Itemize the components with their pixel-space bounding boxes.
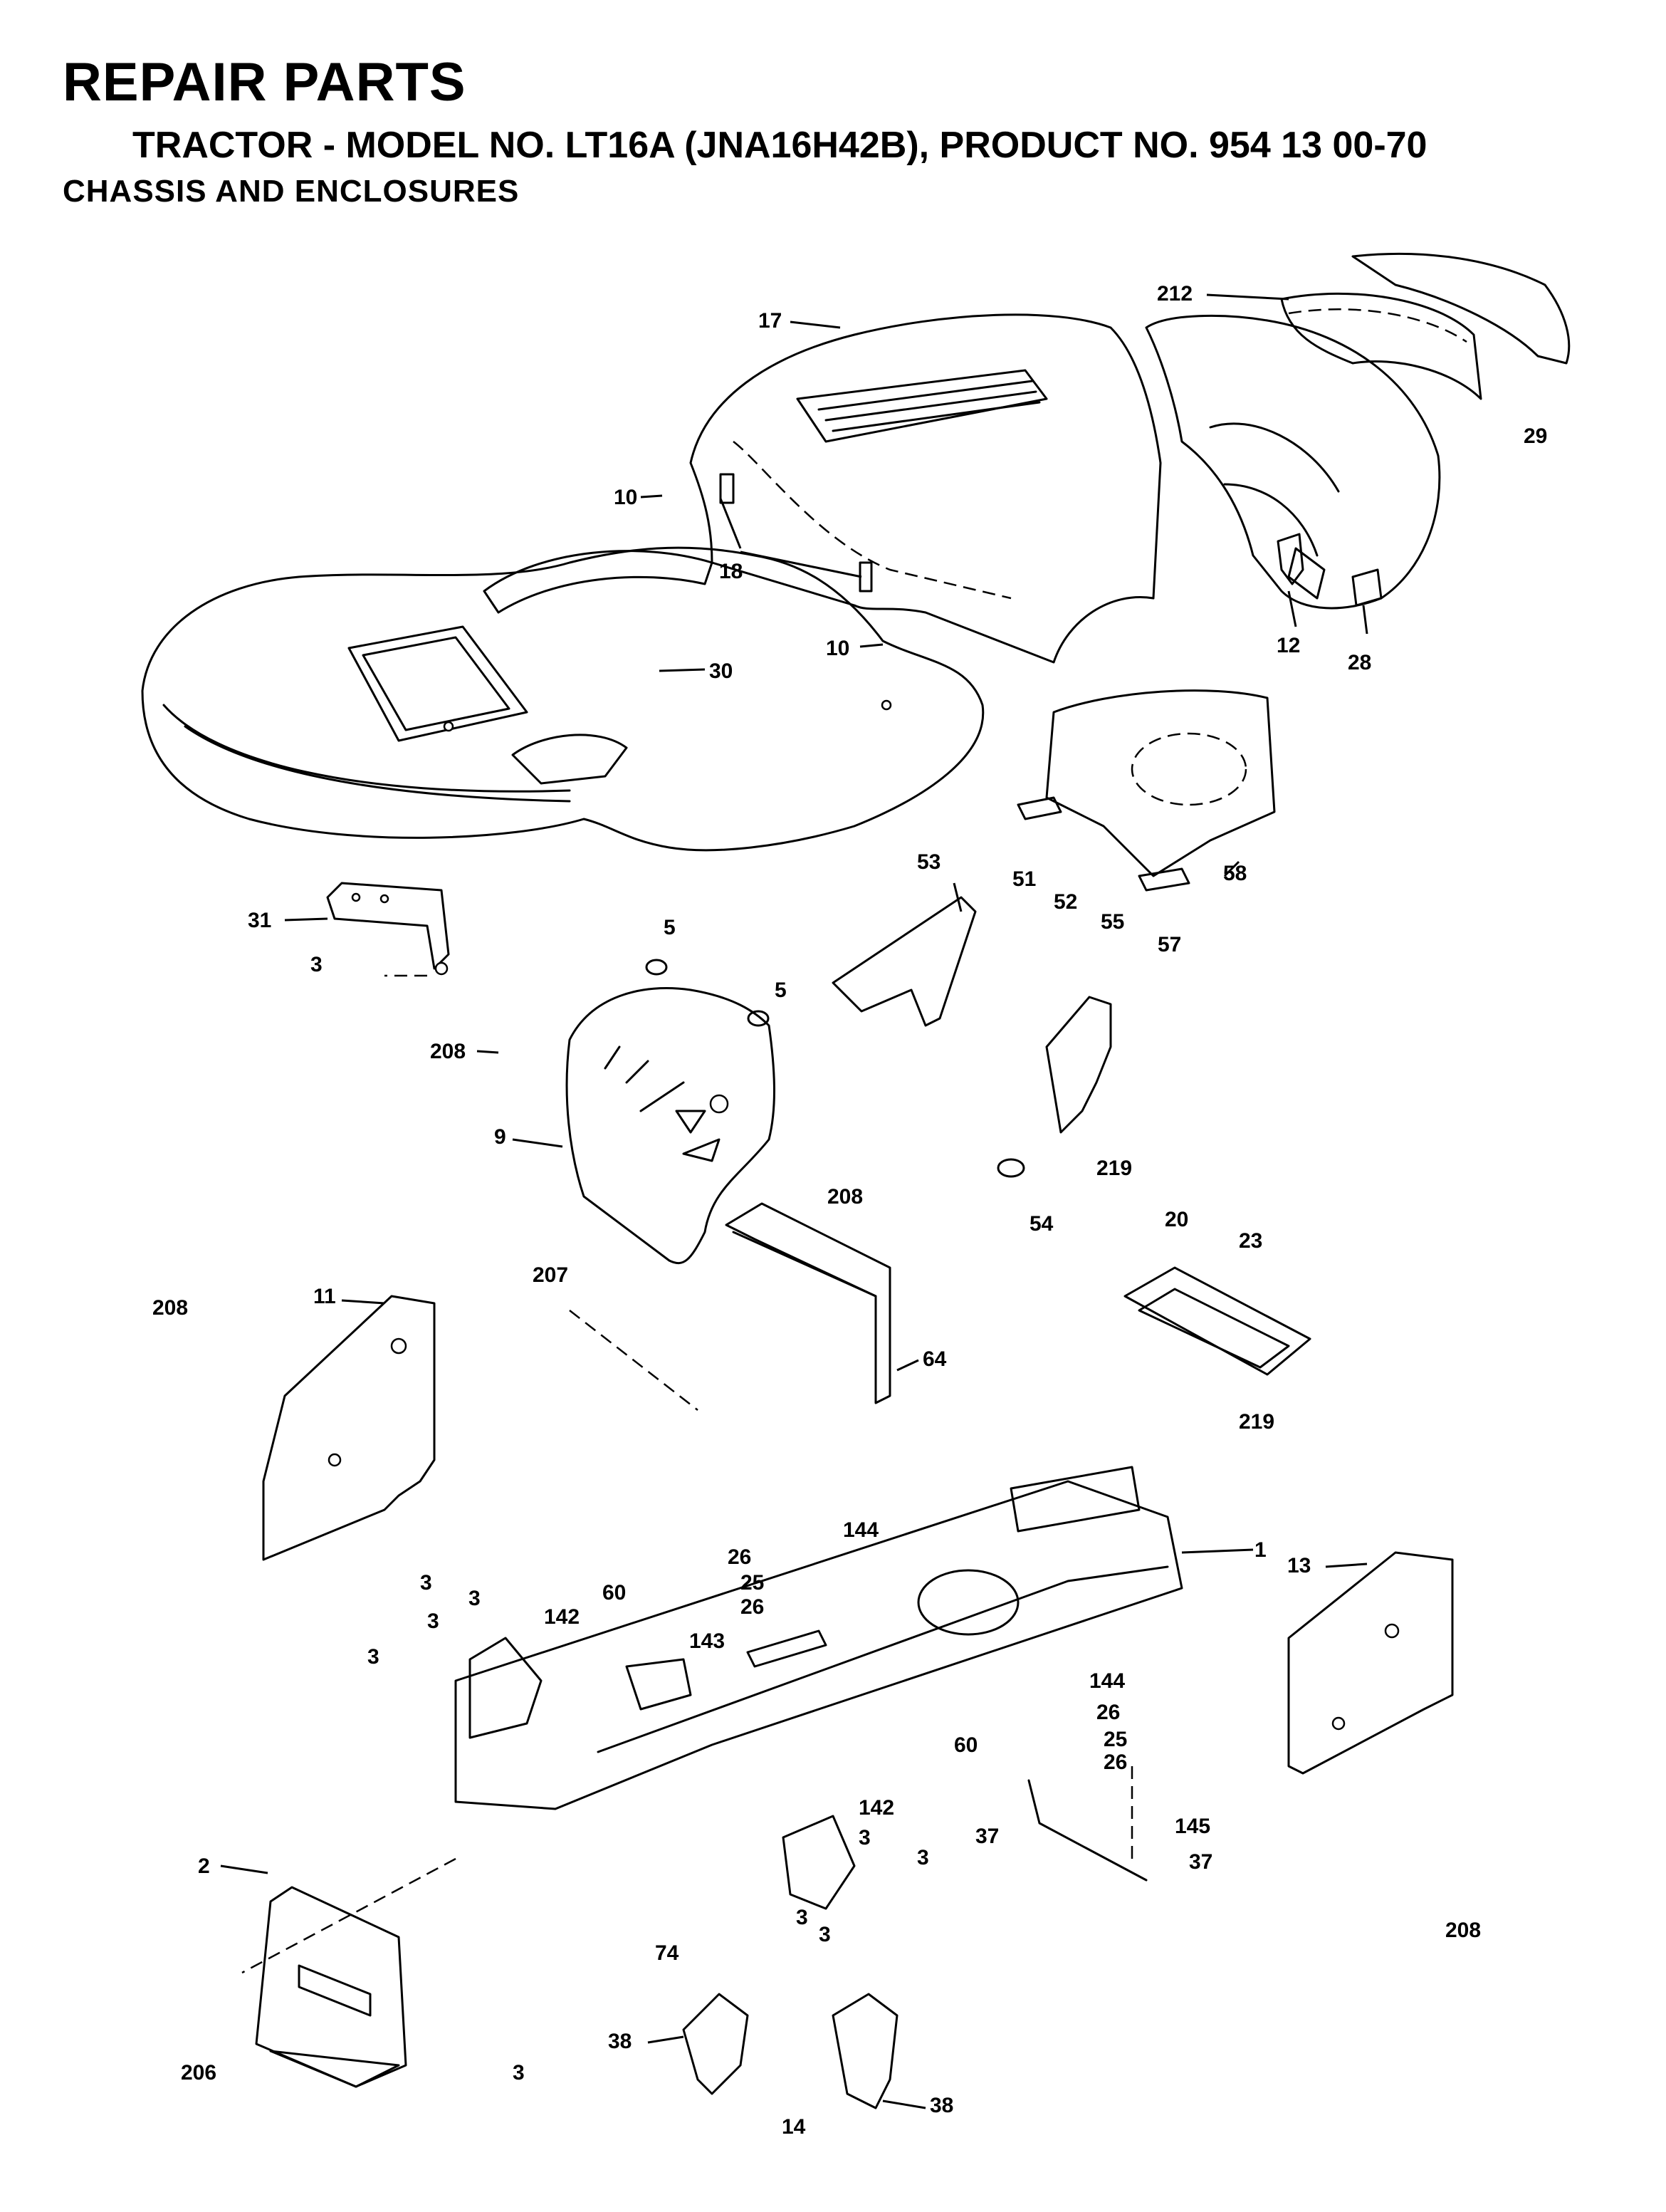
callout-5-right: 5 [775, 979, 787, 1002]
callout-14: 14 [782, 2115, 806, 2139]
callout-208-side: 208 [152, 1296, 188, 1320]
callout-143: 143 [689, 1629, 725, 1653]
callout-3-d: 3 [427, 1610, 439, 1633]
callout-26-c: 26 [1096, 1701, 1120, 1724]
callout-51: 51 [1012, 867, 1036, 891]
callout-58: 58 [1223, 862, 1247, 885]
dash-panel-part-9 [565, 987, 775, 1265]
bracket-part-31 [326, 882, 450, 976]
callout-142-right: 142 [859, 1796, 894, 1820]
callout-3-c: 3 [468, 1587, 481, 1610]
callout-17: 17 [758, 309, 782, 333]
callout-26-b: 26 [740, 1595, 764, 1619]
callout-labels: 212 17 29 10 18 10 12 28 30 58 31 3 53 5… [152, 282, 1547, 2139]
callout-60-right: 60 [954, 1733, 978, 1757]
front-plate-part-2 [255, 1886, 407, 2088]
fender-part-30 [141, 546, 985, 852]
callout-25-b: 25 [1104, 1728, 1127, 1751]
callout-37-right: 37 [1189, 1850, 1212, 1874]
callout-206: 206 [181, 2061, 216, 2085]
callout-11: 11 [313, 1285, 336, 1308]
callout-57: 57 [1158, 933, 1181, 956]
callout-37-left: 37 [975, 1825, 999, 1848]
callout-29: 29 [1524, 424, 1547, 448]
clip-part-28 [1351, 568, 1383, 607]
nose-housing [1145, 314, 1441, 610]
callout-2: 2 [198, 1854, 210, 1878]
callout-3-b: 3 [420, 1571, 432, 1595]
panel-part-64 [725, 1202, 891, 1404]
callout-64: 64 [923, 1347, 947, 1371]
plate-part-20 [1123, 1266, 1311, 1376]
callout-30: 30 [709, 659, 733, 683]
shield-part-38-left [682, 1993, 749, 2095]
grille-part-212 [1280, 292, 1482, 400]
callout-31: 31 [248, 909, 271, 932]
callout-3-i: 3 [819, 1923, 831, 1946]
lens-part-29 [1351, 252, 1571, 365]
callout-18: 18 [719, 560, 743, 583]
shield-part-38-right [832, 1993, 899, 2109]
callout-12: 12 [1277, 634, 1300, 657]
side-panel-part-13 [1287, 1551, 1454, 1775]
frame-part-1 [454, 1466, 1183, 1810]
plate-part-143 [625, 1658, 692, 1711]
callout-3-fender: 3 [310, 953, 323, 976]
bushing-part-5 [645, 959, 770, 1027]
latch-part-12 [1277, 533, 1304, 585]
callout-219-top: 219 [1096, 1157, 1132, 1180]
callout-142-left: 142 [544, 1605, 580, 1629]
callout-144-top: 144 [843, 1518, 879, 1542]
callout-3-h: 3 [796, 1906, 808, 1929]
callout-28: 28 [1348, 651, 1371, 674]
callout-38-right: 38 [930, 2094, 953, 2117]
callout-53: 53 [917, 850, 941, 874]
callout-3-g: 3 [917, 1846, 929, 1869]
plate-part-142-right [782, 1815, 856, 1910]
callout-5-left: 5 [664, 916, 676, 939]
callout-1: 1 [1254, 1538, 1267, 1562]
callout-208-right: 208 [1445, 1919, 1481, 1942]
page-title: REPAIR PARTS [63, 52, 466, 113]
callout-25-a: 25 [740, 1571, 764, 1595]
callout-208-dash: 208 [430, 1040, 466, 1063]
callout-3-e: 3 [367, 1645, 379, 1669]
knob-part-54 [997, 1158, 1025, 1178]
bracket-part-53 [832, 896, 977, 1027]
callout-54: 54 [1030, 1212, 1054, 1236]
callout-208-console: 208 [827, 1185, 863, 1209]
callout-212: 212 [1157, 282, 1193, 306]
model-subtitle: TRACTOR - MODEL NO. LT16A (JNA16H42B), P… [132, 125, 1427, 166]
callout-13: 13 [1287, 1554, 1311, 1577]
callout-20: 20 [1165, 1208, 1188, 1231]
plate-part-142-left [468, 1637, 543, 1739]
callout-74: 74 [655, 1941, 679, 1965]
callout-219-bottom: 219 [1239, 1410, 1274, 1434]
callout-52: 52 [1054, 890, 1077, 914]
callout-26-d: 26 [1104, 1751, 1127, 1774]
callout-60-left: 60 [602, 1581, 626, 1605]
cover-part-58 [1017, 689, 1276, 892]
side-panel-part-11 [262, 1295, 436, 1561]
callout-26-a: 26 [728, 1545, 751, 1569]
bracket-part-55 [1045, 996, 1112, 1134]
callout-10-upper: 10 [614, 486, 637, 509]
hood-part-17 [689, 313, 1162, 664]
callout-145: 145 [1175, 1815, 1210, 1838]
section-title: CHASSIS AND ENCLOSURES [63, 174, 520, 209]
callout-3-f: 3 [859, 1826, 871, 1850]
rod-part-145 [1027, 1779, 1148, 1882]
callout-55: 55 [1101, 910, 1124, 934]
callout-10-lower: 10 [826, 637, 849, 660]
callout-144-bottom: 144 [1089, 1669, 1125, 1693]
callout-207: 207 [533, 1263, 568, 1287]
callout-3-j: 3 [513, 2061, 525, 2085]
callout-9: 9 [494, 1125, 506, 1149]
alignment-lines [241, 974, 1133, 1974]
callout-38-left: 38 [608, 2030, 632, 2053]
callout-23: 23 [1239, 1229, 1262, 1253]
